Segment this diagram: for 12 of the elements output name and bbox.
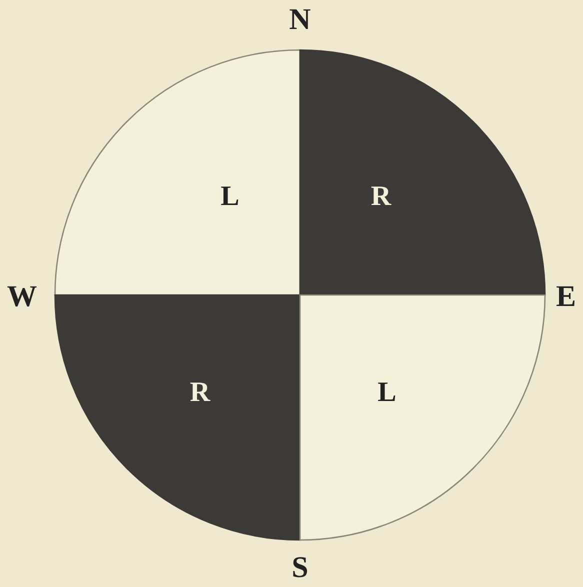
compass-letter: E — [556, 282, 576, 312]
shaded-quadrant — [55, 295, 300, 540]
compass-letter: W — [7, 282, 37, 312]
quadrant-letter: L — [378, 379, 396, 407]
shaded-quadrant — [300, 50, 545, 295]
quadrant-letter: R — [190, 379, 210, 407]
blank-quadrant — [300, 295, 545, 540]
quadrant-letter: R — [370, 183, 392, 211]
compass-letter: S — [292, 553, 308, 583]
quadrant-letter: L — [220, 183, 240, 211]
compass-letter: N — [289, 5, 311, 35]
blank-quadrant — [55, 50, 300, 295]
